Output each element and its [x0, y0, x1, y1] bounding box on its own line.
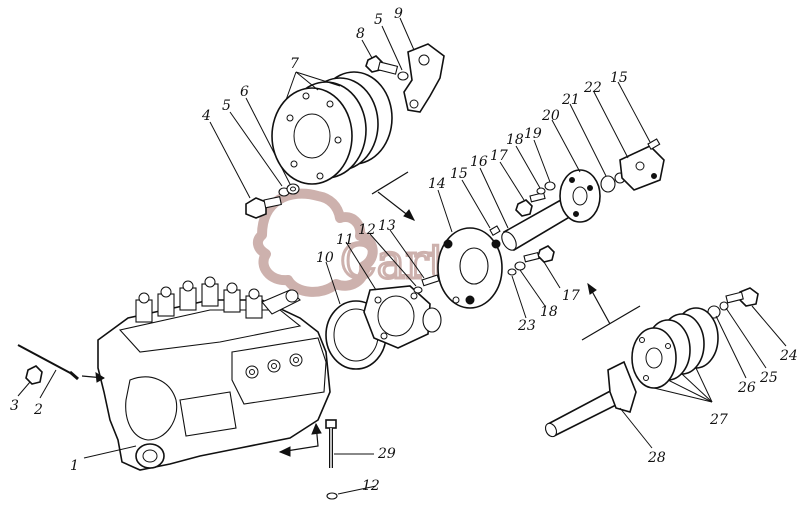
bolt-part-24 [725, 287, 759, 307]
callout-17a: 17 [490, 148, 508, 164]
drive-shaft-part-28 [544, 360, 637, 438]
callout-8: 8 [356, 26, 365, 42]
callout-25: 25 [759, 370, 778, 386]
callout-7: 7 [290, 56, 299, 72]
callout-13: 13 [378, 218, 396, 234]
rod-part-2 [17, 344, 79, 381]
callout-18a: 18 [506, 132, 524, 148]
callout-10: 10 [316, 250, 334, 266]
clamp-part-22 [619, 145, 665, 191]
washer-part-5b [397, 71, 409, 81]
callout-29: 29 [377, 446, 396, 462]
callout-23: 23 [517, 318, 536, 334]
callout-6: 6 [240, 84, 249, 100]
callout-1: 1 [70, 458, 79, 474]
bolt-part-4 [245, 196, 282, 219]
coupling-discs-part-7 [271, 71, 393, 185]
callout-5b: 5 [374, 12, 383, 28]
callout-11: 11 [336, 232, 354, 248]
coupling-disc-part-20 [559, 169, 601, 223]
leader-lines [17, 17, 787, 495]
callout-15b: 15 [610, 70, 628, 86]
housing-plungers [135, 276, 263, 323]
callout-28: 28 [647, 450, 666, 466]
callout-19: 19 [524, 126, 542, 142]
callout-26: 26 [737, 380, 756, 396]
key-part-15b [647, 138, 661, 150]
hub-flange-part-14 [437, 227, 503, 309]
washer-part-18a [536, 187, 546, 195]
seal-ring [422, 307, 442, 333]
callout-3: 3 [10, 398, 19, 414]
bolt-part-8 [365, 55, 399, 75]
callout-12a: 12 [358, 222, 376, 238]
callout-14: 14 [428, 176, 446, 192]
callout-4: 4 [201, 108, 211, 124]
callout-16: 16 [470, 154, 488, 170]
bracket-part-9 [403, 43, 445, 113]
callout-9: 9 [394, 6, 403, 22]
washer-part-12b [326, 492, 338, 500]
bolt-part-17b [523, 245, 555, 263]
callout-24: 24 [779, 348, 798, 364]
key-part-15a [489, 225, 501, 236]
callout-22: 22 [583, 80, 602, 96]
callout-21: 21 [561, 92, 580, 108]
callout-20: 20 [541, 108, 560, 124]
callout-17b: 17 [562, 288, 580, 304]
callout-18b: 18 [540, 304, 558, 320]
callout-27: 27 [709, 412, 728, 428]
washer-part-12a [413, 286, 423, 294]
pump-housing [97, 276, 331, 471]
washer-part-21 [600, 175, 616, 193]
callout-15a: 15 [450, 166, 468, 182]
long-bolt-part-29 [325, 419, 337, 468]
disc-stack-part-27 [631, 307, 719, 389]
washer-part-18b [514, 261, 526, 271]
callout-12b: 12 [362, 478, 380, 494]
flange-part-11 [363, 285, 431, 349]
bolt-part-17a [515, 191, 546, 217]
nut-part-3 [25, 365, 43, 385]
callout-5a: 5 [222, 98, 231, 114]
callout-2: 2 [33, 402, 43, 418]
washer-part-19 [544, 181, 556, 191]
washer-part-23 [507, 268, 517, 276]
callout-labels: 1 2 3 4 5 5 6 7 8 9 10 11 12 12 13 14 15… [10, 6, 798, 494]
